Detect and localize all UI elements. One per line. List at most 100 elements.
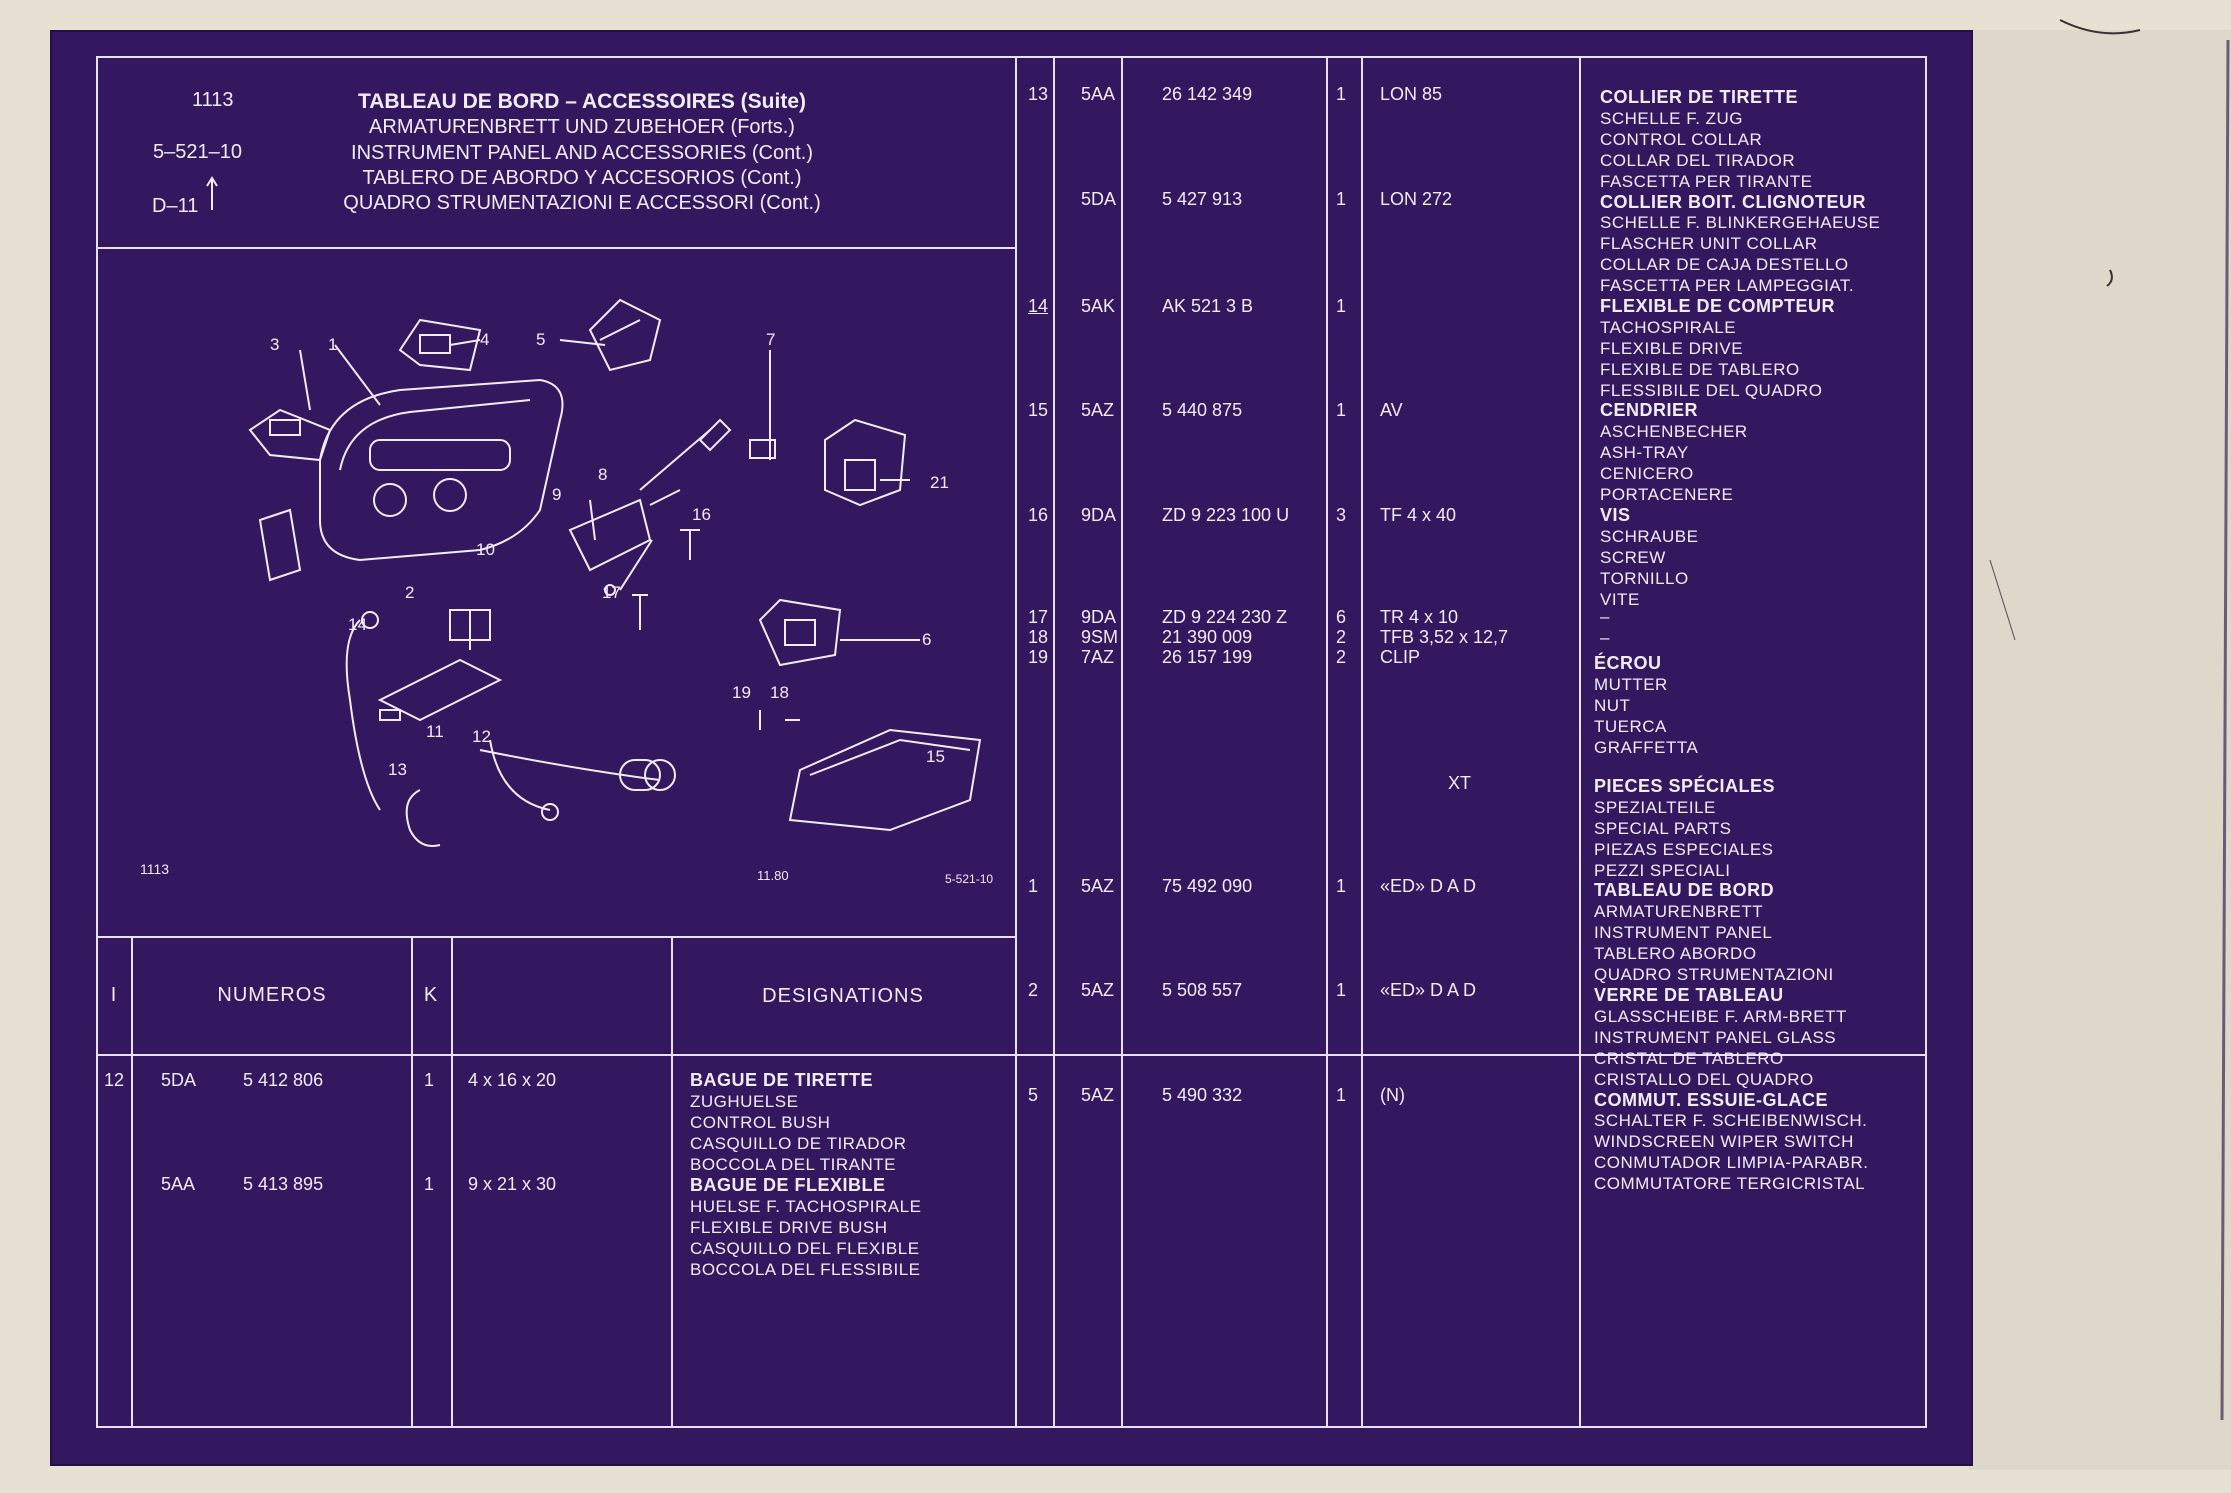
callout-11: 11 [426, 722, 444, 741]
callout-4: 4 [480, 330, 489, 349]
row-number: 5 427 913 [1162, 189, 1243, 209]
designation-line: FLEXIBLE DE TABLERO [1600, 360, 1800, 379]
col-line-spec [671, 936, 673, 1428]
callout-13: 13 [388, 760, 407, 779]
row-code: 9DA [1081, 505, 1117, 525]
row-code: 5DA [1081, 189, 1117, 209]
designation-line: TABLERO ABORDO [1594, 944, 1757, 963]
row-number: 21 390 009 [1162, 627, 1253, 647]
callout-5: 5 [536, 330, 545, 349]
designation-line: PORTACENERE [1600, 485, 1734, 504]
row-index: 1 [1028, 876, 1039, 896]
row-qty: 1 [1336, 876, 1347, 896]
designation-line: COLLAR DE CAJA DESTELLO [1600, 255, 1849, 274]
header-variant: D–11 [152, 195, 199, 217]
row-index: 17 [1028, 607, 1049, 627]
row-code: 5AZ [1081, 400, 1115, 420]
callout-14: 14 [348, 615, 367, 634]
designation-line: ASH-TRAY [1600, 443, 1689, 462]
designation-line: GLASSCHEIBE F. ARM-BRETT [1594, 1007, 1847, 1026]
title-spanish: TABLERO DE ABORDO Y ACCESORIOS (Cont.) [362, 167, 802, 189]
row-spec: AV [1380, 400, 1403, 420]
designation-line: FLESSIBILE DEL QUADRO [1600, 381, 1823, 400]
callout-17: 17 [602, 583, 621, 602]
row-number: AK 521 3 B [1162, 296, 1254, 316]
row-desc: FLEXIBLE DRIVE BUSH [690, 1218, 888, 1237]
row-index: 2 [1028, 980, 1039, 1000]
row-number: 5 440 875 [1162, 400, 1243, 420]
callout-1: 1 [328, 335, 337, 354]
row-spec: LON 272 [1380, 189, 1453, 209]
row-code: 5AK [1081, 296, 1116, 316]
row-qty: 6 [1336, 607, 1347, 627]
sheet-frame [96, 56, 1927, 1428]
designation-line: COMMUT. ESSUIE-GLACE [1594, 1090, 1829, 1110]
row-desc: BAGUE DE FLEXIBLE [690, 1175, 886, 1195]
designation-line: PEZZI SPECIALI [1594, 861, 1731, 880]
designation-line: COLLAR DEL TIRADOR [1600, 151, 1796, 170]
row-index: 18 [1028, 627, 1049, 647]
row-qty: 1 [1336, 189, 1347, 209]
designation-line: WINDSCREEN WIPER SWITCH [1594, 1132, 1854, 1151]
callout-8: 8 [598, 465, 607, 484]
row-desc: BOCCOLA DEL FLESSIBILE [690, 1260, 921, 1279]
designation-line: TACHOSPIRALE [1600, 318, 1737, 337]
col-line-right-spec [1361, 56, 1363, 1428]
row-spec: 9 x 21 x 30 [468, 1174, 557, 1194]
callout-2: 2 [405, 583, 414, 602]
designation-line: ARMATURENBRETT [1594, 902, 1764, 921]
designation-line: CONMUTADOR LIMPIA-PARABR. [1594, 1153, 1869, 1172]
row-spec: CLIP [1380, 647, 1421, 667]
designation-line: SCREW [1600, 548, 1666, 567]
callout-6: 6 [922, 630, 931, 649]
row-number: ZD 9 224 230 Z [1162, 607, 1288, 627]
designation-line: SCHRAUBE [1600, 527, 1699, 546]
row-index: 13 [1028, 84, 1049, 104]
diagram-footer-right: 5-521-10 [945, 872, 994, 886]
row-qty: 3 [1336, 505, 1347, 525]
row-qty: 1 [1336, 980, 1347, 1000]
row-code: 5AA [161, 1174, 196, 1194]
designation-line: FLEXIBLE DRIVE [1600, 339, 1744, 358]
row-code: 7AZ [1081, 647, 1115, 667]
col-line-right-desc [1579, 56, 1581, 1428]
header-group: 5–521–10 [153, 141, 242, 163]
callout-9: 9 [552, 485, 561, 504]
callout-3: 3 [270, 335, 279, 354]
designation-line: ÉCROU [1594, 653, 1662, 673]
designation-line: VIS [1600, 505, 1631, 525]
designation-line: ASCHENBECHER [1600, 422, 1748, 441]
row-qty: 2 [1336, 647, 1347, 667]
row-spec: XT [1448, 773, 1472, 793]
header-ref: 1113 [192, 89, 234, 111]
diagram-footer-left: 1113 [140, 861, 170, 877]
designation-line: INSTRUMENT PANEL [1594, 923, 1773, 942]
row-number: 5 412 806 [243, 1070, 324, 1090]
row-code: 5AZ [1081, 1085, 1115, 1105]
designation-line: GRAFFETTA [1594, 738, 1699, 757]
designation-line: FLASCHER UNIT COLLAR [1600, 234, 1818, 253]
row-spec: TFB 3,52 x 12,7 [1380, 627, 1509, 647]
callout-18: 18 [770, 683, 789, 702]
designation-line: FASCETTA PER LAMPEGGIAT. [1600, 276, 1855, 295]
row-index: 12 [104, 1070, 125, 1090]
row-index: 14 [1028, 296, 1049, 316]
row-number: 26 142 349 [1162, 84, 1253, 104]
row-desc: BOCCOLA DEL TIRANTE [690, 1155, 896, 1174]
col-line-num [411, 936, 413, 1428]
diagram-footer-mid: 11.80 [757, 868, 789, 883]
title-english: INSTRUMENT PANEL AND ACCESSORIES (Cont.) [351, 142, 813, 164]
row-code: 9DA [1081, 607, 1117, 627]
col-line-right-i [1053, 56, 1055, 1428]
designation-line: – [1600, 607, 1610, 626]
row-desc: CASQUILLO DEL FLEXIBLE [690, 1239, 920, 1258]
row-number: ZD 9 223 100 U [1162, 505, 1290, 525]
title-german: ARMATURENBRETT UND ZUBEHOER (Forts.) [369, 116, 795, 138]
title-french: TABLEAU DE BORD – ACCESSOIRES (Suite) [357, 90, 807, 113]
designation-line: PIEZAS ESPECIALES [1594, 840, 1774, 859]
row-desc: CASQUILLO DE TIRADOR [690, 1134, 907, 1153]
callout-15: 15 [926, 747, 945, 766]
row-code: 5AZ [1081, 876, 1115, 896]
arrow-up-icon [206, 176, 218, 210]
designation-line: SCHELLE F. BLINKERGEHAEUSE [1600, 213, 1881, 232]
